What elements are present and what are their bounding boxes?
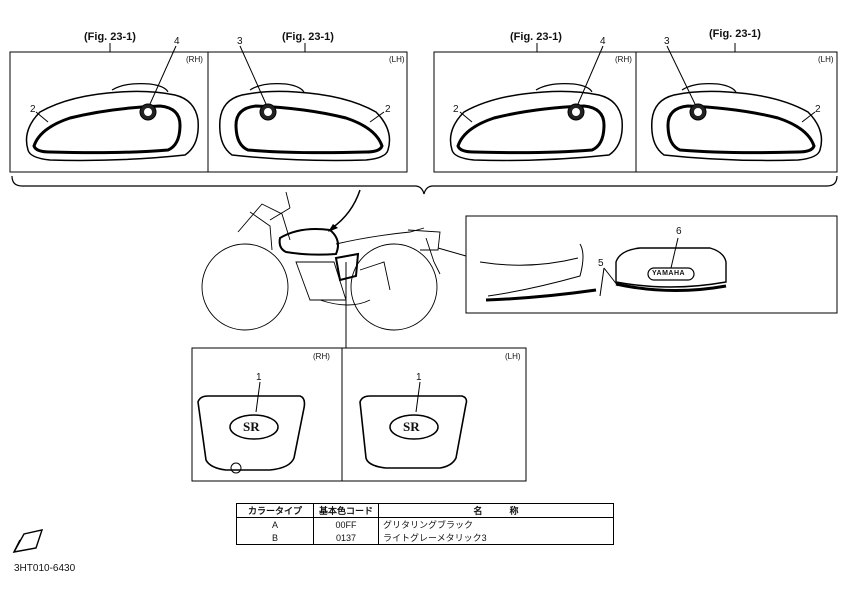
tank-rh-1	[25, 83, 199, 162]
side-label-rh-1: (RH)	[186, 55, 203, 64]
legend-header-name: 名 称	[378, 503, 614, 518]
legend-code: 0137	[313, 531, 379, 545]
legend-code: 00FF	[313, 517, 379, 531]
motorcycle	[201, 191, 441, 331]
legend-header-type: カラータイプ	[236, 503, 314, 518]
callout-6: 6	[676, 226, 682, 237]
color-legend-table: カラータイプ 基本色コード 名 称 A 00FF グリタリングブラック B 01…	[236, 503, 614, 545]
fig-ref-4: (Fig. 23-1)	[709, 28, 761, 40]
panel-side-covers	[191, 347, 527, 482]
callout-4: 4	[600, 36, 606, 47]
legend-row: B 0137 ライトグレーメタリック3	[236, 531, 614, 545]
tank-lh-2	[651, 83, 823, 162]
callout-3: 3	[237, 36, 243, 47]
callout-2: 2	[385, 104, 391, 115]
fwd-arrow-icon	[12, 529, 44, 553]
side-label-lh-2: (LH)	[818, 55, 834, 64]
sr-badge-lh: SR	[403, 419, 420, 434]
legend-name: グリタリングブラック	[378, 517, 614, 531]
legend-type: A	[236, 517, 314, 531]
fig-ref-1: (Fig. 23-1)	[84, 31, 136, 43]
callout-1: 1	[416, 372, 422, 383]
callout-2: 2	[30, 104, 36, 115]
callout-1: 1	[256, 372, 262, 383]
tank-lh-1	[219, 83, 391, 162]
callout-4: 4	[174, 36, 180, 47]
side-label-lh-3: (LH)	[505, 352, 521, 361]
sr-badge-rh: SR	[243, 419, 260, 434]
legend-row: A 00FF グリタリングブラック	[236, 517, 614, 531]
panel-seat-detail	[465, 215, 838, 314]
doc-code: 3HT010-6430	[14, 563, 76, 574]
yamaha-badge: YAMAHA	[652, 270, 686, 277]
legend-type: B	[236, 531, 314, 545]
fig-ref-2: (Fig. 23-1)	[282, 31, 334, 43]
side-cover-rh	[197, 381, 306, 474]
legend-header-code: 基本色コード	[313, 503, 379, 518]
side-label-rh-2: (RH)	[615, 55, 632, 64]
seat-detail-art	[479, 237, 727, 302]
fig-ref-3: (Fig. 23-1)	[510, 31, 562, 43]
callout-2: 2	[815, 104, 821, 115]
side-cover-lh	[359, 381, 468, 469]
group-brace	[11, 175, 838, 195]
callout-5: 5	[598, 258, 604, 269]
side-label-lh-1: (LH)	[389, 55, 405, 64]
tank-rh-2	[449, 83, 623, 162]
callout-3: 3	[664, 36, 670, 47]
callout-2: 2	[453, 104, 459, 115]
legend-name: ライトグレーメタリック3	[378, 531, 614, 545]
side-label-rh-3: (RH)	[313, 352, 330, 361]
